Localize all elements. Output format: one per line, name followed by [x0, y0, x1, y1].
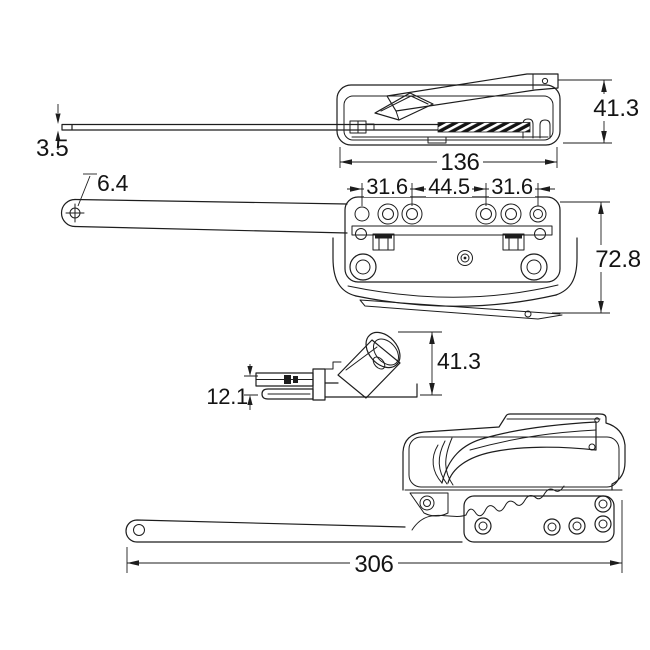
dim-hole-pitch-right-label: 31.6: [491, 174, 533, 199]
view-handle-detail: 12.1 41.3: [206, 331, 481, 410]
link-arm-full: [125, 519, 463, 543]
dim-hole-pitch-left-label: 31.6: [366, 174, 408, 199]
handle-fork-base: [255, 361, 418, 401]
folded-crank-handle: [432, 421, 597, 486]
operator-body-plan: [332, 196, 578, 307]
dim-hole-pitch: 31.6 44.5 31.6: [347, 174, 555, 206]
dim-overall-length: 306: [126, 500, 623, 578]
pivot-boss-left: [349, 253, 377, 281]
pivot-boss-right: [520, 253, 548, 281]
operator-body-full: [402, 413, 626, 491]
operator-body-side: [336, 84, 561, 146]
mounting-holes: [354, 203, 547, 225]
dim-arm-thickness-label: 3.5: [36, 135, 68, 162]
track-bar: [351, 225, 553, 240]
clip-left: [372, 233, 395, 251]
dim-base-length-label: 136: [440, 149, 479, 176]
folded-handle-plan: [359, 299, 563, 320]
link-arm-side: [61, 123, 441, 131]
dim-body-height-label: 41.3: [593, 95, 639, 122]
dim-body-depth: 72.8: [552, 201, 644, 314]
dim-base-length: 136: [339, 147, 558, 176]
handle-grip-angled: [337, 331, 401, 399]
dim-overall-length-label: 306: [354, 551, 393, 578]
dim-body-height: 41.3: [558, 79, 644, 144]
dim-handle-base-height-label: 12.1: [206, 384, 248, 409]
folded-handle-side: [374, 73, 559, 121]
gear-rack-band: [437, 122, 531, 133]
link-arm-plan: [60, 198, 348, 234]
dim-body-depth-label: 72.8: [595, 246, 641, 273]
view-side-elevation-top: 3.5 136 41.3: [36, 73, 644, 176]
dim-hole-diameter-label: 6.4: [97, 170, 129, 196]
view-side-elevation-full: 306: [125, 413, 626, 578]
center-screw: [457, 250, 473, 266]
gear-plate: [409, 485, 615, 543]
dim-handle-height-label: 41.3: [437, 348, 481, 374]
dim-handle-base-height: 12.1: [206, 364, 258, 410]
dim-arm-thickness: 3.5: [36, 104, 69, 162]
dim-hole-diameter: 6.4: [77, 170, 129, 207]
clip-right: [502, 233, 525, 251]
dim-hole-pitch-center-label: 44.5: [428, 174, 470, 199]
dim-handle-height: 41.3: [398, 331, 481, 396]
view-plan: 6.4 31.6 44.5 31.6 72.8: [60, 170, 644, 320]
